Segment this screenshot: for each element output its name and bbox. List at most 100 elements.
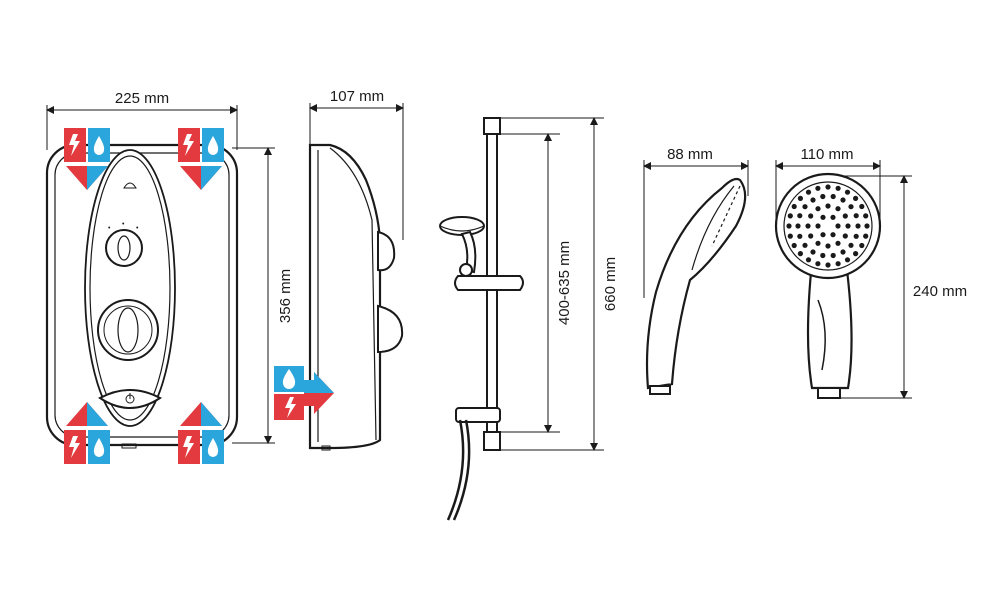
label-unit-height: 356 mm — [277, 269, 294, 323]
water-drop-icon — [207, 438, 219, 457]
label-handset-width: 110 mm — [800, 146, 853, 163]
dimension-unit-height: 356 mm — [232, 147, 294, 444]
power-selector-knob — [97, 299, 159, 361]
label-rail-adjust: 400-635 mm — [556, 241, 573, 325]
dimension-unit-depth: 107 mm — [309, 88, 404, 240]
nozzle-dot — [815, 261, 821, 267]
nozzle-dot — [835, 206, 841, 212]
electric-bolt-icon — [69, 436, 80, 458]
nozzle-dot — [853, 233, 859, 239]
nozzle-dot — [863, 213, 869, 219]
nozzle-dot — [830, 252, 836, 259]
nozzle-dot — [808, 213, 814, 219]
nozzle-dot — [815, 206, 821, 212]
nozzle-dot — [859, 242, 865, 249]
label-unit-depth: 107 mm — [330, 88, 384, 105]
electric-bolt-icon — [183, 436, 194, 458]
nozzle-dot — [820, 193, 826, 200]
dimension-unit-width: 225 mm — [46, 90, 238, 150]
nozzle-dot — [820, 232, 826, 238]
nozzle-dot — [820, 214, 826, 220]
nozzle-dot — [791, 203, 797, 210]
water-drop-icon — [93, 136, 105, 155]
nozzle-dot — [840, 197, 846, 203]
dimension-handset-height: 240 mm — [840, 175, 967, 399]
nozzle-dot — [853, 251, 859, 257]
label-rail-length: 660 mm — [602, 257, 619, 311]
nozzle-dot — [844, 257, 851, 263]
nozzle-dot — [855, 223, 861, 229]
nozzle-dot — [848, 242, 854, 248]
electric-bolt-icon — [285, 397, 296, 418]
nozzle-dot — [842, 213, 848, 219]
water-drop-icon — [282, 369, 296, 389]
nozzle-dot — [787, 233, 793, 239]
nozzle-dot — [845, 223, 851, 229]
svg-text:•: • — [136, 225, 139, 232]
shower-unit-side-view — [308, 143, 404, 451]
nozzle-dot — [859, 203, 865, 210]
nozzle-dot — [835, 240, 841, 246]
label-unit-width: 225 mm — [115, 90, 169, 107]
entry-indicators-front — [64, 128, 224, 464]
nozzle-dot — [795, 223, 801, 229]
power-button — [98, 389, 162, 409]
nozzle-dot — [815, 185, 821, 191]
nozzle-dot — [825, 184, 831, 190]
nozzle-dot — [805, 189, 812, 195]
nozzle-dot — [805, 223, 811, 229]
spray-nozzles — [786, 184, 870, 268]
nozzle-dot — [805, 257, 812, 263]
nozzle-dot — [802, 204, 808, 210]
nozzle-dot — [835, 223, 841, 229]
electric-bolt-icon — [69, 134, 80, 156]
nozzle-dot — [825, 243, 831, 249]
water-drop-icon — [207, 136, 219, 155]
label-handset-depth: 88 mm — [667, 146, 713, 163]
entry-indicator-side — [274, 366, 334, 420]
nozzle-dot — [797, 251, 804, 257]
electric-bolt-icon — [183, 134, 194, 156]
nozzle-dot — [825, 262, 831, 268]
svg-text:•: • — [122, 221, 125, 228]
nozzle-dot — [810, 197, 816, 203]
nozzle-dot — [815, 223, 821, 229]
nozzle-dot — [815, 240, 821, 246]
dimension-rail-adjust: 400-635 mm — [500, 133, 573, 433]
nozzle-dot — [853, 213, 859, 219]
handset-side-view — [645, 177, 747, 395]
nozzle-dot — [840, 249, 846, 255]
dimension-handset-depth: 88 mm — [643, 146, 749, 298]
nozzle-dot — [797, 213, 803, 219]
nozzle-dot — [797, 233, 803, 239]
nozzle-dot — [830, 214, 836, 220]
nozzle-dot — [787, 213, 793, 219]
dimension-handset-width: 110 mm — [775, 146, 881, 226]
nozzle-dot — [825, 203, 831, 209]
nozzle-dot — [820, 252, 826, 259]
handset-front-view — [774, 172, 882, 399]
nozzle-dot — [835, 261, 841, 267]
nozzle-dot — [810, 249, 816, 255]
temperature-knob: • • • — [105, 221, 143, 267]
nozzle-dot — [863, 233, 869, 239]
nozzle-dot — [842, 233, 848, 239]
shower-unit-front-view: • • • — [45, 143, 239, 449]
nozzle-dot — [844, 189, 851, 195]
water-drop-icon — [93, 438, 105, 457]
label-handset-height: 240 mm — [913, 283, 967, 300]
nozzle-dot — [835, 185, 841, 191]
nozzle-dot — [802, 242, 808, 248]
nozzle-dot — [791, 242, 797, 249]
nozzle-dot — [808, 233, 814, 239]
nozzle-dot — [830, 193, 836, 200]
dimension-rail-length: 660 mm — [500, 117, 619, 451]
nozzle-dot — [848, 204, 854, 210]
nozzle-dot — [786, 223, 792, 229]
nozzle-dot — [797, 195, 804, 201]
riser-rail-kit — [439, 117, 524, 521]
nozzle-dot — [830, 232, 836, 238]
nozzle-dot — [864, 223, 870, 229]
nozzle-dot — [853, 195, 859, 201]
